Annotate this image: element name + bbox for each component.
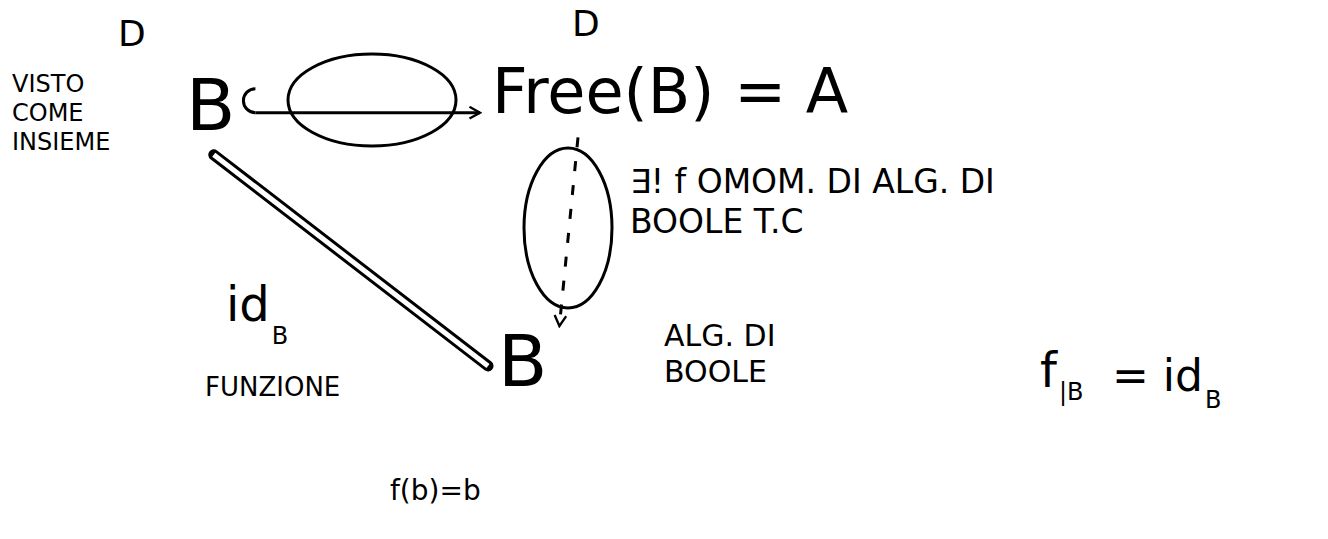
edge-group bbox=[559, 137, 578, 326]
edge-label: id bbox=[226, 276, 270, 334]
node-text: B bbox=[498, 320, 547, 403]
subscript: B bbox=[1205, 386, 1221, 415]
node-text: Free(B) = A bbox=[492, 56, 848, 127]
formula-part: = id bbox=[1112, 350, 1203, 403]
note: FUNZIONE bbox=[205, 372, 340, 403]
formula-part: f bbox=[1040, 342, 1057, 400]
annotation-letter: D bbox=[572, 2, 600, 45]
circle-mark bbox=[288, 54, 456, 146]
annotation-letter: D bbox=[118, 12, 146, 55]
statement: ∃! f OMOM. DI ALG. DI BOOLE T.C bbox=[630, 162, 1030, 241]
circle-mark bbox=[524, 148, 612, 308]
node-text: B bbox=[186, 64, 235, 147]
dashed-arrow bbox=[559, 137, 578, 326]
subscript: |B bbox=[1059, 378, 1084, 407]
equality-gap bbox=[214, 155, 488, 366]
math-object: B bbox=[180, 60, 241, 151]
inclusion-arrow bbox=[255, 111, 480, 114]
formula: f(b)=b bbox=[390, 474, 481, 508]
subscript: B bbox=[272, 322, 288, 351]
edge-group bbox=[243, 89, 480, 113]
note: VISTO COME INSIEME bbox=[12, 70, 162, 156]
math-object: B bbox=[492, 316, 553, 407]
note: ALG. DI BOOLE bbox=[664, 318, 864, 390]
equality-line bbox=[214, 155, 488, 366]
edge-group bbox=[214, 155, 488, 366]
inclusion-hook bbox=[243, 89, 255, 113]
math-object: Free(B) = A bbox=[486, 52, 854, 131]
